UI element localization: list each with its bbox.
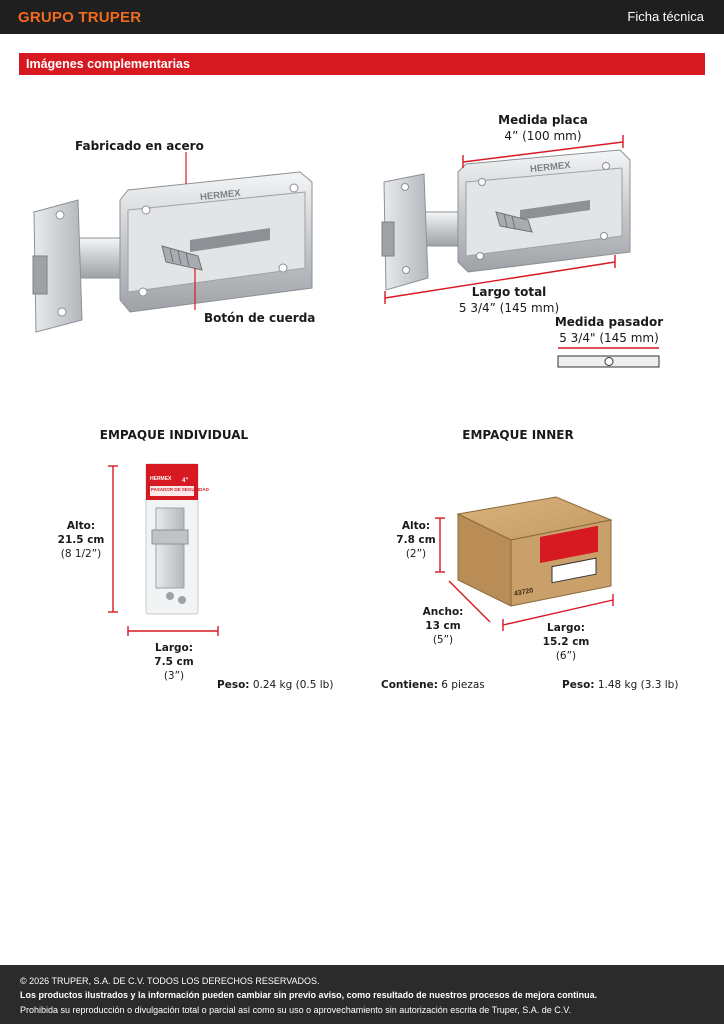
inner-largo-label: Largo: <box>547 622 585 634</box>
doc-type-label: Ficha técnica <box>627 9 704 24</box>
inner-alto-in: (2”) <box>405 548 427 560</box>
inner-contents-label: Contiene: <box>381 679 438 691</box>
latch-right-image <box>381 135 631 304</box>
plate-value: 4” (100 mm) <box>504 129 582 143</box>
section-title: Imágenes complementarias <box>26 57 190 71</box>
button-label: Botón de cuerda <box>204 311 316 325</box>
inner-alto-cm: 7.8 cm <box>396 534 436 546</box>
inner-title: EMPAQUE INNER <box>462 428 574 442</box>
individual-largo-label: Largo: <box>155 642 193 654</box>
individual-weight-value: 0.24 kg (0.5 lb) <box>252 679 334 691</box>
inner-weight-value: 1.48 kg (3.3 lb) <box>597 679 679 691</box>
plate-label: Medida placa <box>498 113 588 127</box>
inner-weight-label: Peso: <box>562 679 595 691</box>
inner-largo-cm: 15.2 cm <box>542 636 590 648</box>
footer-legal: Prohibida su reproducción o divulgación … <box>20 1005 571 1015</box>
package-size: 4” <box>182 478 189 484</box>
total-length-label: Largo total <box>471 285 547 299</box>
inner-box-image <box>435 496 614 631</box>
inner-ancho-label: Ancho: <box>422 606 464 618</box>
package-brand: HERMEX <box>150 476 172 482</box>
package-text: PASADOR DE SEGURIDAD <box>151 487 209 492</box>
latch-left-image <box>32 152 313 333</box>
individual-weight-label: Peso: <box>217 679 250 691</box>
footer-disclaimer: Los productos ilustrados y la informació… <box>20 990 598 1000</box>
footer-copyright: © 2026 TRUPER, S.A. DE C.V. TODOS LOS DE… <box>20 976 320 986</box>
inner-contents-value: 6 piezas <box>441 679 485 691</box>
individual-alto-cm: 21.5 cm <box>57 534 105 546</box>
individual-largo-cm: 7.5 cm <box>154 656 194 668</box>
inner-contents: Contiene: 6 piezas <box>381 678 485 692</box>
brand-logo: GRUPO TRUPER <box>18 9 142 26</box>
top-bar: GRUPO TRUPER Ficha técnica <box>0 0 724 34</box>
individual-package-image <box>108 463 219 636</box>
pin-value: 5 3/4" (145 mm) <box>559 331 659 345</box>
material-label: Fabricado en acero <box>75 139 204 153</box>
pin-label: Medida pasador <box>554 315 664 329</box>
individual-weight: Peso: 0.24 kg (0.5 lb) <box>217 678 333 692</box>
total-length-value: 5 3/4” (145 mm) <box>458 301 560 315</box>
footer: © 2026 TRUPER, S.A. DE C.V. TODOS LOS DE… <box>0 965 724 1024</box>
pin-dimension-diagram <box>557 347 660 368</box>
individual-alto-in: (8 1/2”) <box>60 548 102 560</box>
individual-title: EMPAQUE INDIVIDUAL <box>99 428 249 442</box>
inner-largo-in: (6”) <box>555 650 577 662</box>
individual-alto-label: Alto: <box>66 520 96 532</box>
individual-largo-in: (3”) <box>163 670 185 682</box>
inner-weight: Peso: 1.48 kg (3.3 lb) <box>562 678 678 692</box>
inner-ancho-in: (5”) <box>432 634 454 646</box>
inner-alto-label: Alto: <box>401 520 431 532</box>
section-header: Imágenes complementarias <box>19 53 705 75</box>
inner-ancho-cm: 13 cm <box>425 620 461 632</box>
